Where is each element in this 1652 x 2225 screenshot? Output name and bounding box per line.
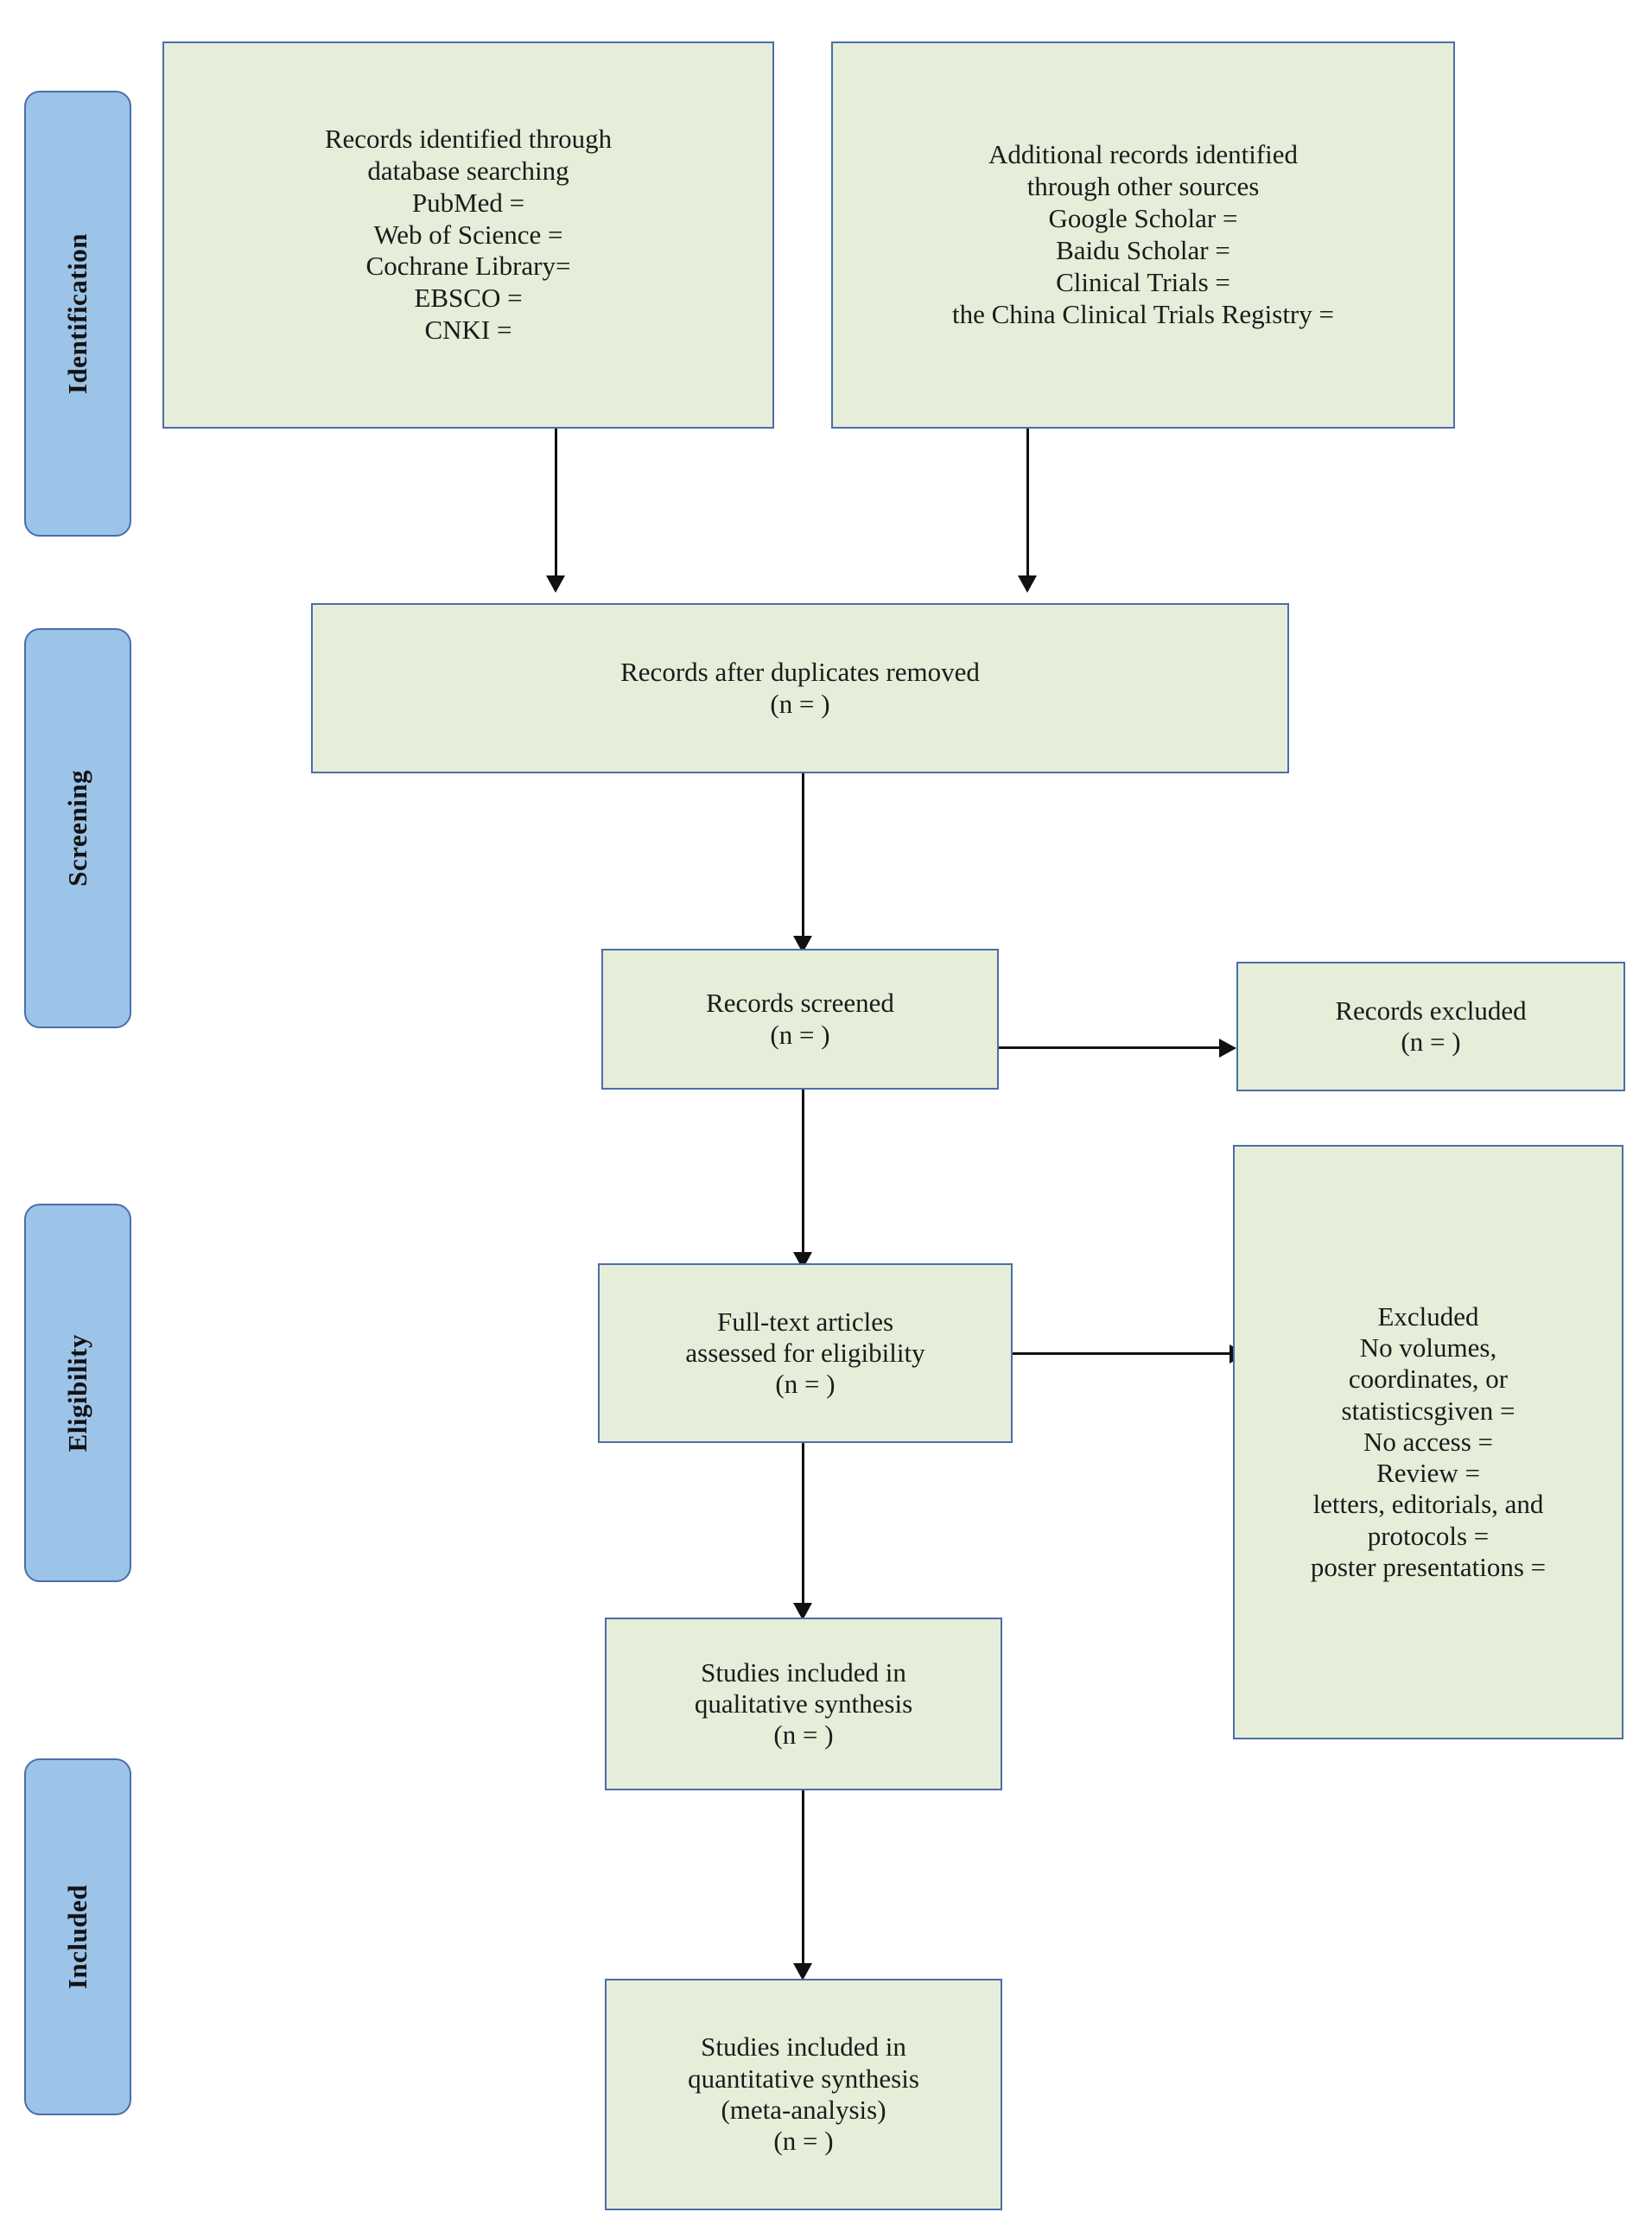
box-line: assessed for eligibility: [685, 1337, 925, 1368]
box-additional-records-other-sources: Additional records identified through ot…: [831, 41, 1455, 429]
box-line: qualitative synthesis: [694, 1688, 913, 1719]
stage-bar-screening: Screening: [24, 628, 131, 1028]
stage-bar-identification: Identification: [24, 91, 131, 537]
box-line: Cochrane Library=: [365, 251, 571, 282]
box-records-excluded: Records excluded (n = ): [1236, 962, 1625, 1091]
box-full-text-articles-excluded: Excluded No volumes, coordinates, or sta…: [1233, 1145, 1623, 1739]
box-line: Studies included in: [701, 2031, 906, 2063]
box-line: poster presentations =: [1310, 1551, 1547, 1582]
arrowhead-fulltext-to-qualitative: [793, 1603, 812, 1620]
box-line: statisticsgiven =: [1341, 1395, 1515, 1426]
box-line: No volumes,: [1359, 1332, 1497, 1364]
box-line: Review =: [1376, 1458, 1480, 1489]
box-line: protocols =: [1367, 1520, 1490, 1551]
box-line: the China Clinical Trials Registry =: [951, 298, 1334, 329]
box-records-after-duplicates-removed: Records after duplicates removed (n = ): [311, 603, 1289, 773]
stage-bar-eligibility: Eligibility: [24, 1204, 131, 1582]
connector-screened-to-excluded: [999, 1046, 1219, 1049]
box-line: Records excluded: [1335, 995, 1527, 1026]
connector-qualitative-to-quantitative: [802, 1790, 804, 1963]
stage-bar-included: Included: [24, 1758, 131, 2115]
box-line: Records after duplicates removed: [620, 657, 980, 688]
box-line: (n = ): [770, 688, 830, 719]
box-line: coordinates, or: [1348, 1364, 1509, 1395]
arrowhead-other-to-duplicates: [1018, 575, 1037, 593]
box-line: through other sources: [1026, 171, 1260, 202]
connector-db-to-duplicates: [555, 429, 557, 575]
box-studies-included-quantitative: Studies included in quantitative synthes…: [605, 1979, 1002, 2210]
box-line: Additional records identified: [988, 139, 1299, 170]
stage-label-included: Included: [62, 1884, 92, 1990]
box-line: (n = ): [1401, 1027, 1461, 1057]
arrowhead-db-to-duplicates: [546, 575, 565, 593]
box-line: (n = ): [775, 1369, 836, 1400]
box-line: letters, editorials, and: [1312, 1489, 1544, 1520]
box-line: Baidu Scholar =: [1056, 235, 1230, 265]
connector-duplicates-to-screened: [802, 773, 804, 936]
connector-screened-to-fulltext: [802, 1090, 804, 1252]
box-line: Google Scholar =: [1048, 203, 1238, 234]
arrowhead-screened-to-excluded: [1219, 1039, 1236, 1058]
stage-label-eligibility: Eligibility: [62, 1333, 92, 1453]
stage-label-identification: Identification: [62, 232, 92, 395]
box-line: quantitative synthesis: [688, 2063, 919, 2094]
box-line: Studies included in: [701, 1656, 906, 1688]
box-line: Excluded: [1377, 1300, 1479, 1332]
box-line: (n = ): [773, 1720, 834, 1751]
box-line: (n = ): [773, 2126, 834, 2157]
box-line: database searching: [367, 155, 569, 186]
box-line: Web of Science =: [373, 219, 563, 250]
connector-other-to-duplicates: [1026, 429, 1029, 575]
stage-label-screening: Screening: [62, 770, 92, 887]
box-line: PubMed =: [411, 187, 525, 218]
box-line: Records screened: [706, 988, 894, 1019]
box-records-screened: Records screened (n = ): [601, 949, 999, 1090]
box-records-identified-database: Records identified through database sear…: [162, 41, 774, 429]
connector-fulltext-to-excluded-reasons: [1013, 1352, 1229, 1355]
box-line: No access =: [1363, 1426, 1494, 1457]
box-full-text-articles-assessed: Full-text articles assessed for eligibil…: [598, 1263, 1013, 1443]
box-line: Clinical Trials =: [1056, 266, 1230, 297]
box-line: CNKI =: [424, 315, 512, 346]
arrowhead-qualitative-to-quantitative: [793, 1963, 812, 1980]
connector-fulltext-to-qualitative: [802, 1443, 804, 1603]
box-line: (meta-analysis): [721, 2095, 886, 2125]
box-line: (n = ): [770, 1019, 830, 1050]
box-studies-included-qualitative: Studies included in qualitative synthesi…: [605, 1618, 1002, 1790]
box-line: EBSCO =: [414, 283, 523, 314]
box-line: Full-text articles: [716, 1306, 894, 1337]
box-line: Records identified through: [324, 123, 613, 154]
